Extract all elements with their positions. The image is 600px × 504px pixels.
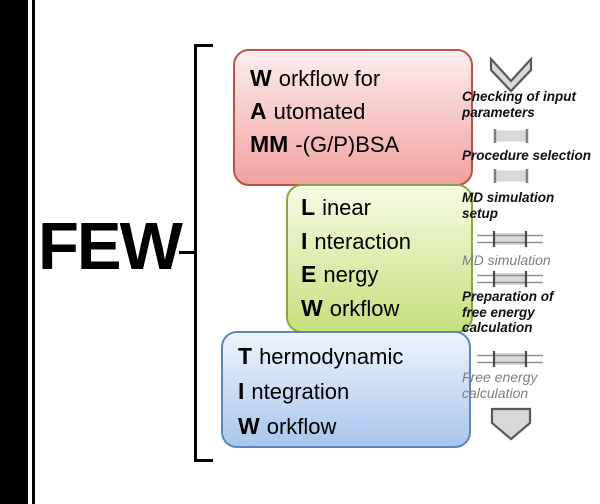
few-acronym-label: FEW [38,209,183,284]
flow-step-label: MD simulation [462,252,551,268]
line-rest: ntegration [251,379,350,404]
line-rest: -(G/P)BSA [295,132,400,157]
flow-connector-icon [493,129,529,143]
lead-letter: L [301,194,316,220]
lead-letter: W [250,65,272,91]
brace-vertical-line [194,44,197,462]
flow-step-label: Free energy calculation [462,369,538,401]
flow-start-chevron-icon [489,57,533,93]
flow-coupling-icon [477,351,543,367]
line-rest: orkflow [329,295,400,321]
brace-middle-tick [179,251,195,254]
flow-step-label: Checking of input parameters [462,89,576,120]
lead-letter: T [238,343,253,369]
page-edge-line [32,0,35,504]
line-rest: orkflow for [278,66,381,91]
lead-letter: I [301,227,308,254]
lead-letter: W [301,294,323,321]
line-rest: nergy [323,262,379,287]
lead-letter: W [238,413,260,439]
flow-step-label: Preparation of free energy calculation [462,289,554,335]
line-rest: inear [322,195,371,220]
line-rest: hermodynamic [259,344,404,369]
flow-coupling-icon [477,271,543,287]
flow-step-label: MD simulation setup [462,190,555,221]
lead-letter: I [238,378,245,404]
line-rest: utomated [273,99,366,124]
flow-connector-icon [493,169,529,183]
flow-end-arrow-icon [490,407,532,441]
page-edge-bar [0,0,28,504]
brace-bottom-hook [194,459,213,462]
lead-letter: A [250,98,267,124]
lead-letter: MM [250,131,289,157]
line-rest: nteraction [314,228,412,254]
lead-letter: E [301,261,317,287]
flow-coupling-icon [477,231,543,247]
brace-top-hook [194,44,213,47]
line-rest: orkflow [266,414,337,439]
box-line: MM-(G/P)BSA [250,128,471,161]
flow-step-label: Procedure selection [462,148,592,163]
